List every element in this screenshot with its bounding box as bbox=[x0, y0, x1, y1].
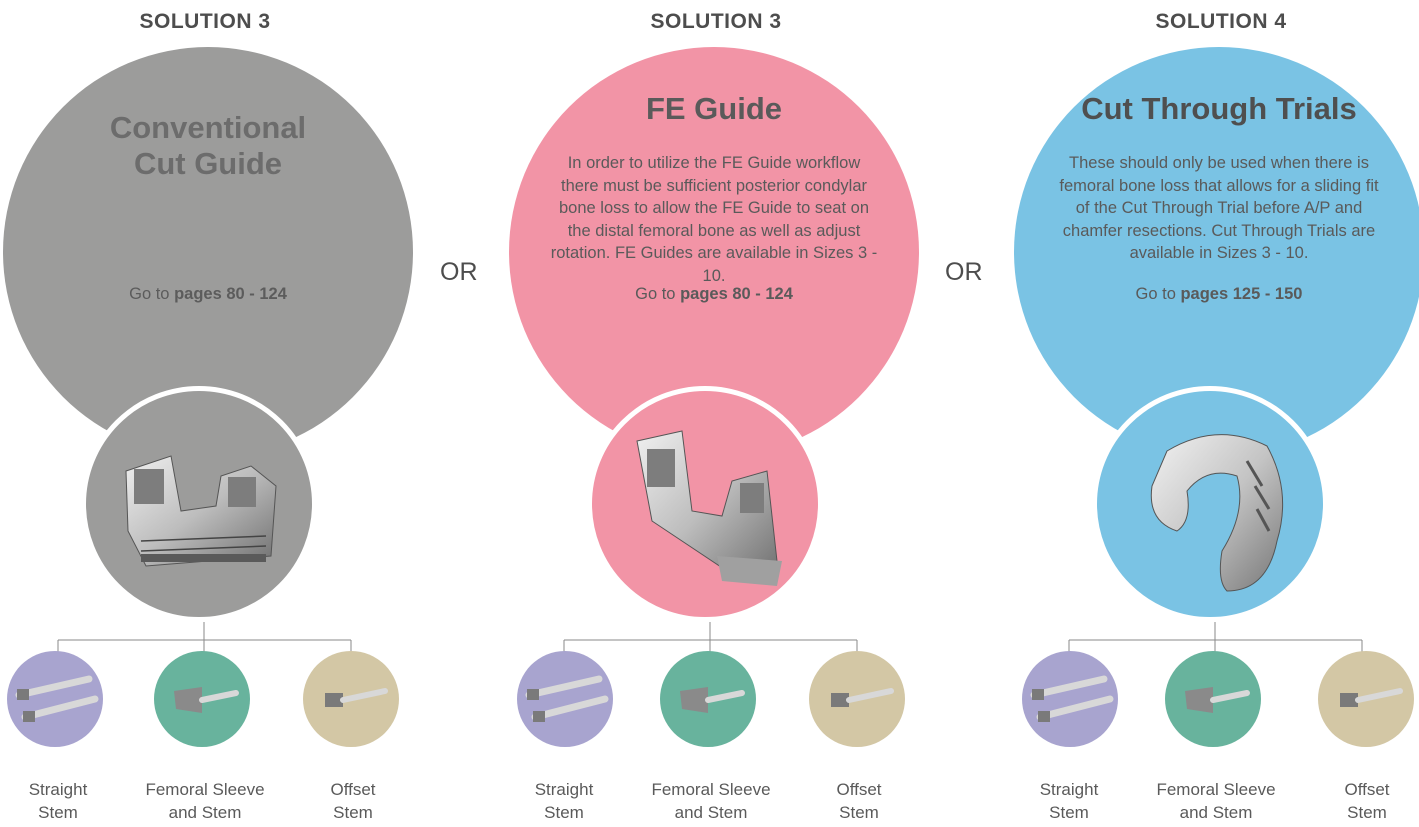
femoral-sleeve-icon bbox=[680, 687, 745, 713]
solution-title-line1: Cut Through Trials bbox=[1081, 91, 1357, 126]
solution-circle: Conventional Cut Guide Go to pages 80 - … bbox=[3, 47, 413, 457]
or-separator: OR bbox=[945, 258, 983, 286]
stem-label-line2: Stem bbox=[544, 803, 584, 822]
offset-stem-icon bbox=[1340, 688, 1403, 707]
goto-prefix: Go to bbox=[129, 285, 170, 303]
stem-label: Straight Stem bbox=[0, 778, 138, 824]
stem-label-line2: Stem bbox=[333, 803, 373, 822]
femoral-sleeve-icon bbox=[174, 687, 239, 713]
solution-circle: FE Guide In order to utilize the FE Guid… bbox=[509, 47, 919, 457]
stem-label-line2: Stem bbox=[839, 803, 879, 822]
page-reference: Go to pages 80 - 124 bbox=[509, 285, 919, 304]
femoral-sleeve-icon bbox=[1185, 687, 1250, 713]
offset-stem-option bbox=[809, 651, 905, 747]
solution-title-line2: Cut Guide bbox=[133, 146, 283, 181]
offset-stem-option bbox=[303, 651, 399, 747]
stem-label: Offset Stem bbox=[1287, 778, 1419, 824]
femoral-sleeve-option bbox=[660, 651, 756, 747]
solution-heading: SOLUTION 3 bbox=[650, 10, 782, 33]
solution-heading: SOLUTION 3 bbox=[139, 10, 271, 33]
stem-label-line2: and Stem bbox=[674, 803, 748, 822]
femoral-sleeve-option bbox=[154, 651, 250, 747]
solution-column-3: SOLUTION 4 Cut Through Trials These shou… bbox=[1011, 0, 1419, 827]
solution-circle: Cut Through Trials These should only be … bbox=[1014, 47, 1419, 457]
straight-stem-icon bbox=[525, 675, 609, 722]
stem-label: Offset Stem bbox=[273, 778, 433, 824]
stem-label: Straight Stem bbox=[989, 778, 1149, 824]
stem-label-line2: Stem bbox=[1049, 803, 1089, 822]
straight-stem-option bbox=[1022, 651, 1118, 747]
fe-guide-icon bbox=[636, 430, 782, 586]
solution-description: In order to utilize the FE Guide workflo… bbox=[550, 154, 878, 285]
stem-label-line2: and Stem bbox=[1179, 803, 1253, 822]
stem-label-line1: Straight bbox=[1039, 780, 1099, 799]
offset-stem-icon bbox=[831, 688, 894, 707]
solution-heading: SOLUTION 4 bbox=[1155, 10, 1287, 33]
stem-label: Straight Stem bbox=[484, 778, 644, 824]
stem-label: Femoral Sleeve and Stem bbox=[125, 778, 285, 824]
femoral-sleeve-option bbox=[1165, 651, 1261, 747]
straight-stem-option bbox=[7, 651, 103, 747]
device-image-circle bbox=[81, 386, 317, 622]
stem-label-line2: and Stem bbox=[168, 803, 242, 822]
offset-stem-option bbox=[1318, 651, 1414, 747]
stem-label-line1: Straight bbox=[534, 780, 594, 799]
goto-pages: pages 80 - 124 bbox=[680, 285, 793, 303]
device-image-circle bbox=[1092, 386, 1328, 622]
stem-label-line1: Femoral Sleeve bbox=[1156, 780, 1276, 799]
stem-label-line1: Offset bbox=[330, 780, 376, 799]
stem-label-line1: Femoral Sleeve bbox=[145, 780, 265, 799]
straight-stem-option bbox=[517, 651, 613, 747]
or-separator: OR bbox=[440, 258, 478, 286]
offset-stem-icon bbox=[325, 688, 388, 707]
goto-prefix: Go to bbox=[635, 285, 676, 303]
stem-label-line1: Straight bbox=[28, 780, 88, 799]
solution-column-2: SOLUTION 3 FE Guide In order to utilize … bbox=[506, 0, 926, 827]
page-reference: Go to pages 125 - 150 bbox=[1014, 285, 1419, 304]
stem-label-line1: Offset bbox=[1344, 780, 1390, 799]
solution-column-1: SOLUTION 3 Conventional Cut Guide Go to … bbox=[0, 0, 420, 827]
straight-stem-icon bbox=[1030, 675, 1114, 722]
stem-label: Femoral Sleeve and Stem bbox=[631, 778, 791, 824]
goto-pages: pages 80 - 124 bbox=[174, 285, 287, 303]
straight-stem-icon bbox=[15, 675, 99, 722]
goto-pages: pages 125 - 150 bbox=[1180, 285, 1303, 303]
solution-description: These should only be used when there is … bbox=[1059, 154, 1379, 262]
solution-title-line1: FE Guide bbox=[645, 91, 783, 126]
page-reference: Go to pages 80 - 124 bbox=[3, 285, 413, 304]
stem-label-line2: Stem bbox=[38, 803, 78, 822]
solution-title-line1: Conventional bbox=[109, 110, 307, 145]
stem-label: Femoral Sleeve and Stem bbox=[1136, 778, 1296, 824]
stem-label: Offset Stem bbox=[779, 778, 939, 824]
conventional-cut-guide-icon bbox=[125, 455, 277, 567]
goto-prefix: Go to bbox=[1135, 285, 1176, 303]
cut-through-trial-icon bbox=[1150, 434, 1284, 592]
stem-label-line1: Femoral Sleeve bbox=[651, 780, 771, 799]
stem-label-line2: Stem bbox=[1347, 803, 1387, 822]
device-image-circle bbox=[587, 386, 823, 622]
stem-label-line1: Offset bbox=[836, 780, 882, 799]
